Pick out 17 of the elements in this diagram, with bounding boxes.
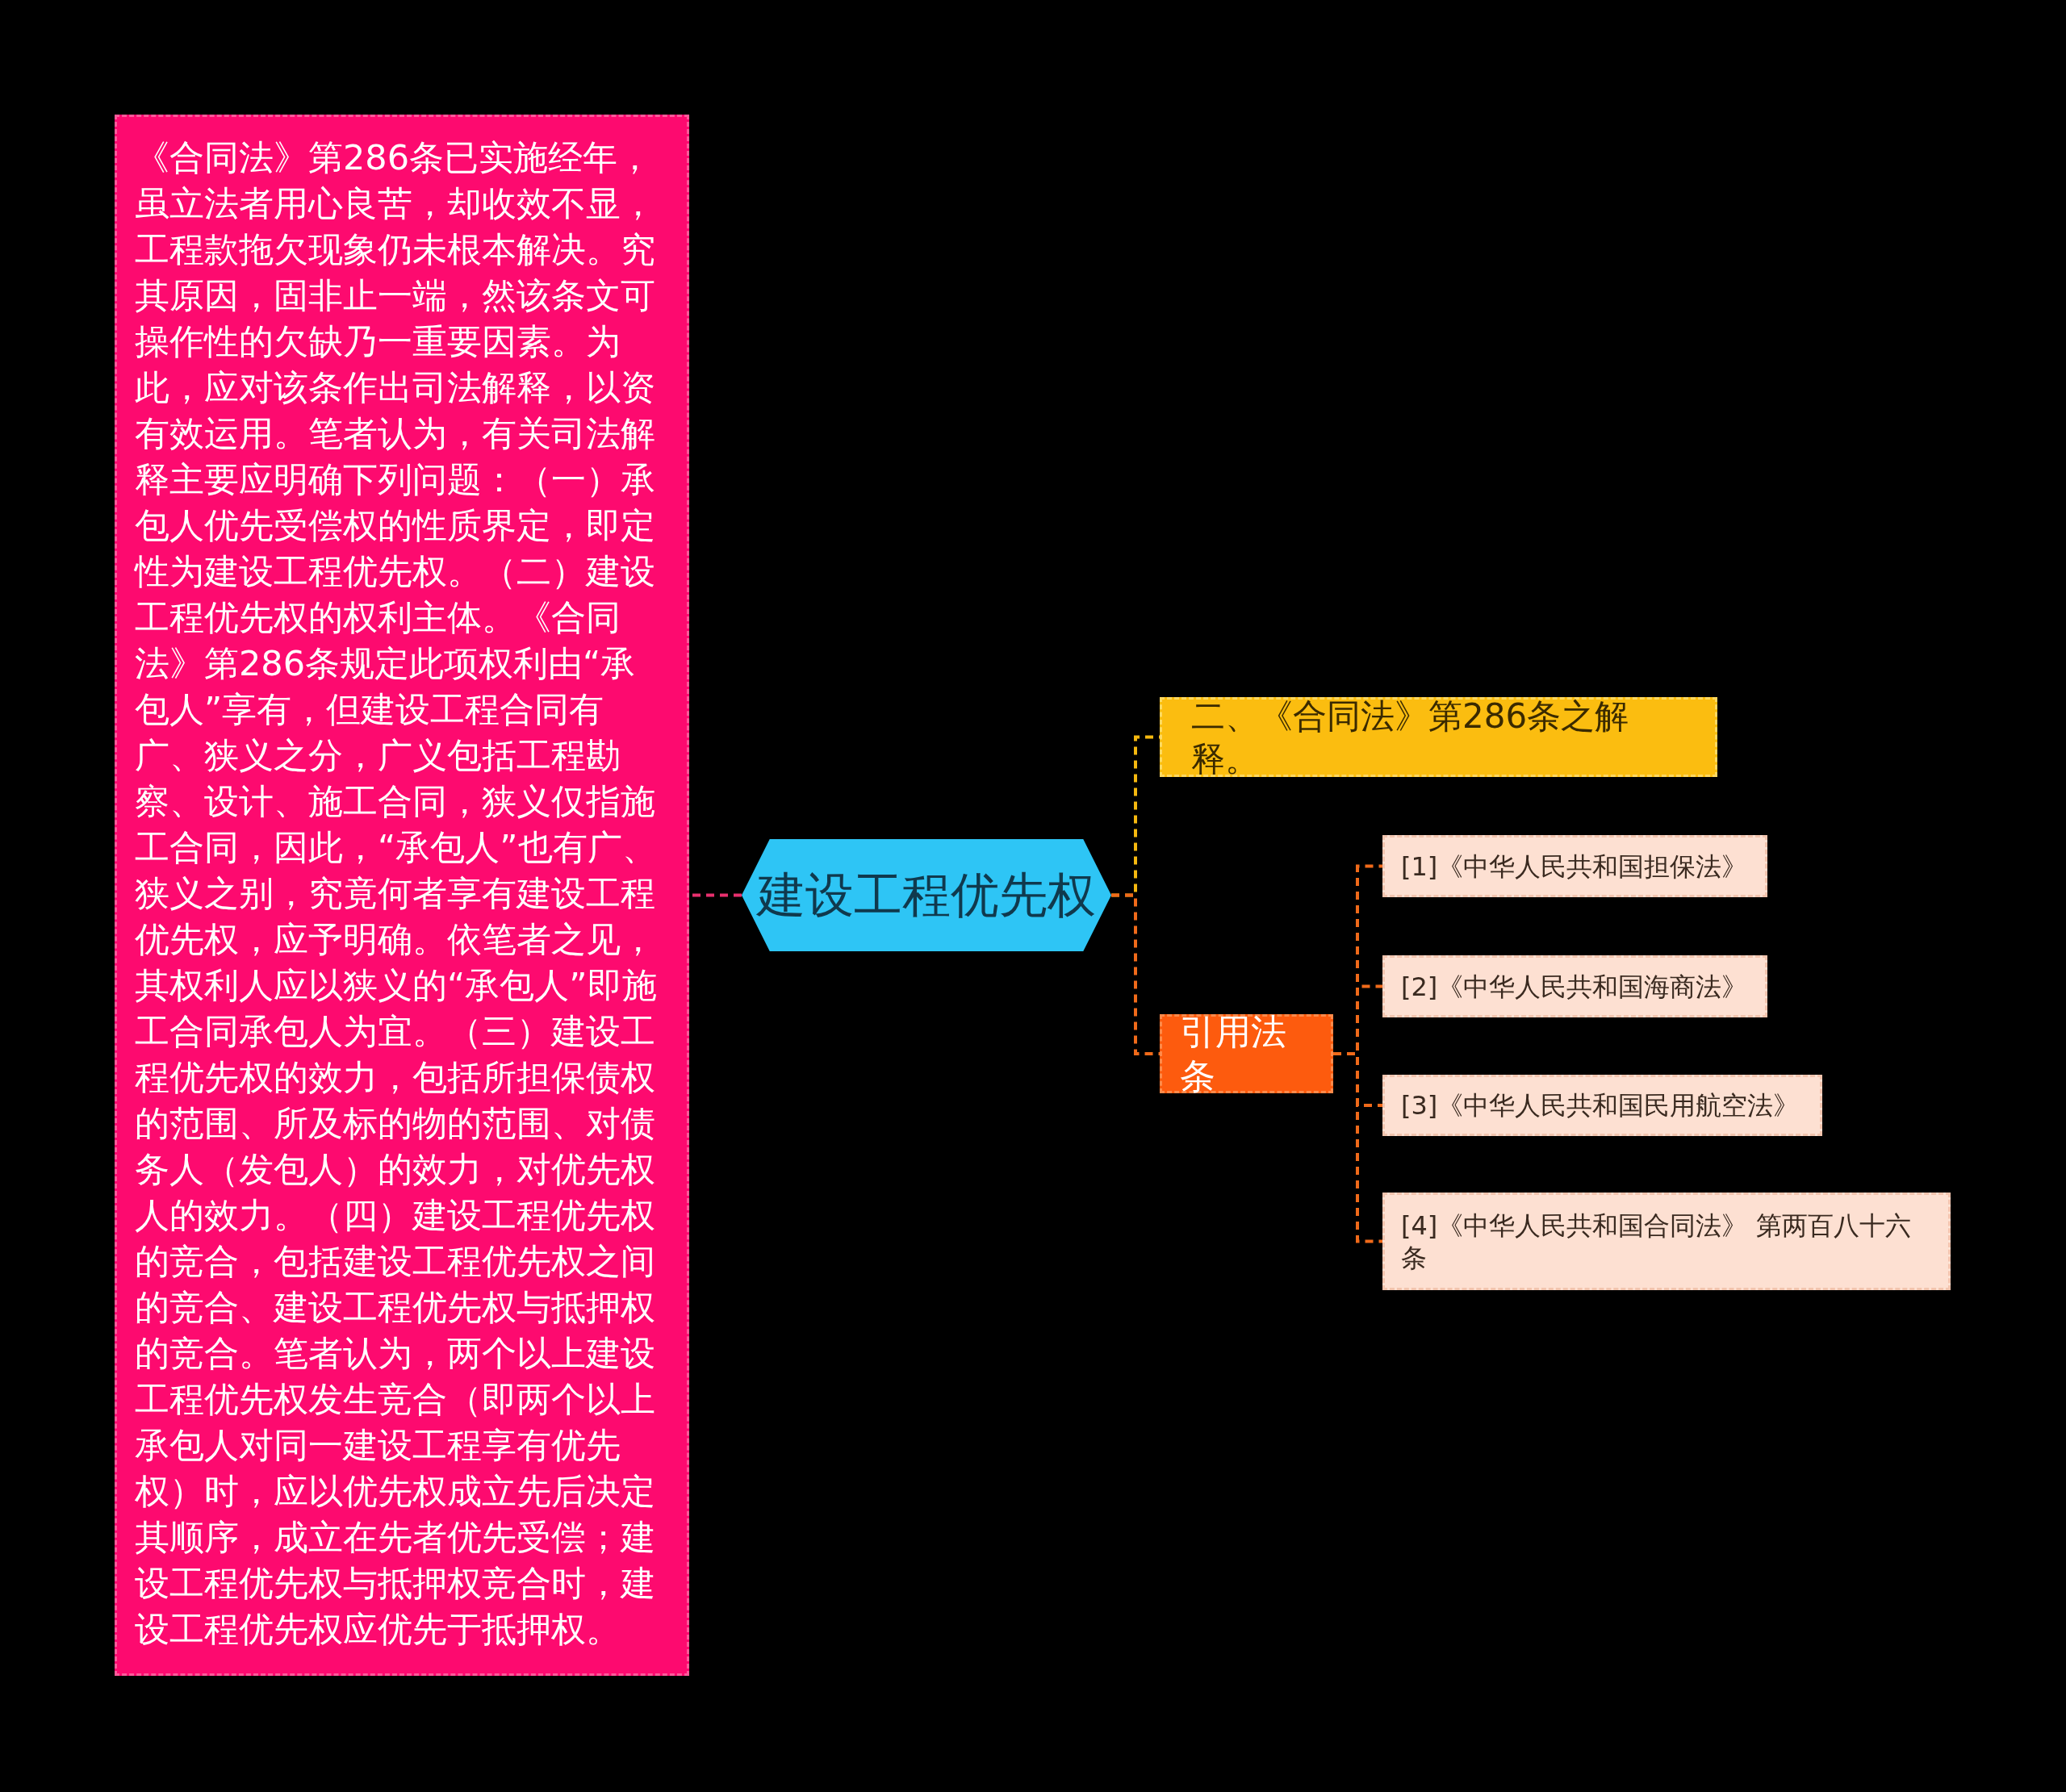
topic-label: [3]《中华人民共和国民用航空法》 bbox=[1401, 1089, 1800, 1122]
reference-box bbox=[1382, 835, 1767, 897]
topic-label: 建设工程优先权 bbox=[757, 866, 1096, 925]
central-topic bbox=[742, 839, 1111, 951]
topic-label: [1]《中华人民共和国担保法》 bbox=[1401, 850, 1748, 883]
paragraph: 《合同法》第286条已实施经年，虽立法者用心良苦，却收效不显，工程款拖欠现象仍未根本解决。究其原因，固非止一端，然该条文可操作性的欠缺乃一重要因素。为此，应对该条作出司法解释，以资有效运用。笔者认为，有关司法解释主要应明确下列问题：（一）承包人优先受偿权的性质界定，即定性为建设工程优先权。（二）建设工程优先权的权利主体。《合同法》第286条规定此项权利由“承包人”享有，但建设工程合同有广、狭义之分，广义包括工程勘察、设计、施工合同，狭义仅指施工合同，因此，“承包人”也有广、狭义之别，究竟何者享有建设工程优先权，应予明确。依笔者之见，其权利人应以狭义的“承包人”即施工合同承包人为宜。（三）建设工程优先权的效力，包括所担保债权的范围、所及标的物的范围、对债务人（发包人）的效力，对优先权人的效力。（四）建设工程优先权的竞合，包括建设工程优先权之间的竞合、建设工程优先权与抵押权的竞合。笔者认为，两个以上建设工程优先权发生竞合（即两个以上承包人对同一建设工程享有优先权）时，应以优先权成立先后决定其顺序，成立在先者优先受偿；建设工程优先权与抵押权竞合时，建设工程优先权应优先于抵押权。 bbox=[135, 136, 658, 1651]
topic-label: 引用法条 bbox=[1180, 1010, 1287, 1098]
topic-box bbox=[1160, 1014, 1333, 1093]
reference-box bbox=[1382, 955, 1767, 1017]
topic-label: 二、《合同法》第286条之解释。 bbox=[1191, 695, 1630, 780]
topic-label: [4]《中华人民共和国合同法》 第两百八十六条 bbox=[1401, 1209, 1912, 1274]
reference-box bbox=[1382, 1075, 1822, 1136]
reference-box bbox=[1382, 1193, 1951, 1290]
topic-label: [2]《中华人民共和国海商法》 bbox=[1401, 970, 1748, 1003]
connector bbox=[1111, 893, 1160, 1055]
topic-box bbox=[1160, 697, 1717, 777]
connector bbox=[1333, 1052, 1382, 1243]
